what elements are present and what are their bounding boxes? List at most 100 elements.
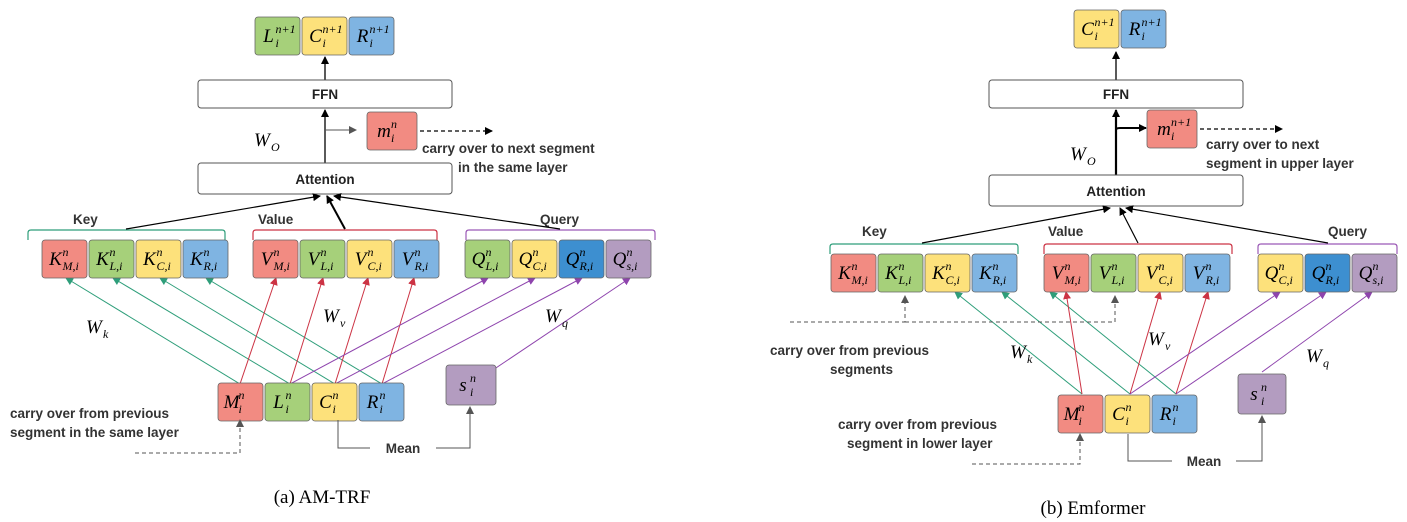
input-superscript: n (333, 388, 339, 402)
output-superscript: n+1 (276, 22, 296, 36)
key-subscript: M,i (62, 259, 79, 273)
query-subscript: L,i (485, 259, 499, 273)
value-superscript: n (415, 245, 421, 259)
svg-text:q: q (562, 316, 568, 330)
output-subscript: i (323, 36, 326, 50)
key-symbol: K (837, 263, 852, 284)
value-superscript: n (1206, 259, 1212, 273)
carry-prev-arrow (972, 433, 1084, 465)
key-superscript: n (993, 259, 999, 273)
value-subscript: L,i (1111, 273, 1125, 287)
svg-text:k: k (103, 327, 109, 341)
key-subscript: R,i (203, 259, 218, 273)
wq-weight: W q (545, 306, 568, 330)
value-bracket (1043, 243, 1233, 254)
query-symbol: Q (566, 249, 580, 270)
memory-output-superscript: n (391, 117, 397, 131)
key-symbol: K (978, 263, 993, 284)
wv-weight: W v (1148, 329, 1171, 353)
value-subscript: R,i (1205, 273, 1220, 287)
carry-next-line1: carry over to next (1206, 137, 1320, 152)
attention-label: Attention (295, 172, 354, 187)
key-superscript: n (157, 245, 163, 259)
key-symbol: K (142, 249, 157, 270)
input-superscript: n (286, 388, 292, 402)
value-symbol: V (355, 249, 369, 270)
value-symbol: V (1099, 263, 1113, 284)
input-superscript: n (1173, 400, 1179, 414)
caption-am-trf: (a) AM-TRF (274, 487, 371, 508)
query-superscript: n (533, 245, 539, 259)
arrow-key-to-attention (921, 205, 1111, 244)
query-symbol: Q (1312, 263, 1326, 284)
svg-text:k: k (1027, 352, 1033, 366)
output-symbol: R (1128, 19, 1141, 40)
ffn-label: FFN (1103, 87, 1129, 102)
attention-label: Attention (1086, 184, 1145, 199)
input-symbol: R (1159, 404, 1172, 425)
svg-text:W: W (1070, 144, 1088, 165)
value-subscript: M,i (273, 259, 290, 273)
input-superscript: n (1079, 400, 1085, 414)
svg-text:W: W (1010, 342, 1028, 363)
svg-text:W: W (323, 306, 341, 327)
arrow-value-to-attention (326, 195, 346, 230)
value-superscript: n (274, 245, 280, 259)
value-subscript: R,i (414, 259, 429, 273)
query-symbol: Q (613, 249, 627, 270)
carry-prev-line2: segment in lower layer (847, 436, 993, 451)
query-subscript: s,i (1373, 273, 1384, 287)
value-subscript: L,i (320, 259, 334, 273)
output-subscript: i (276, 36, 279, 50)
svg-text:O: O (1087, 154, 1096, 168)
arrow-query-to-attention (333, 193, 561, 230)
carry-prev-arrow (135, 419, 244, 454)
carry-prev-line2: segment in the same layer (10, 425, 180, 440)
output-symbol: R (356, 26, 369, 47)
key-symbol: K (884, 263, 899, 284)
input-symbol: M (223, 392, 241, 413)
value-subscript: C,i (368, 259, 382, 273)
query-projection-arrows (289, 277, 631, 385)
query-label: Query (1328, 224, 1368, 239)
input-superscript: n (239, 388, 245, 402)
wo-weight: W O (1070, 144, 1096, 168)
svg-text:q: q (1323, 356, 1329, 370)
query-superscript: n (1373, 259, 1379, 273)
query-subscript: C,i (533, 259, 547, 273)
carry-prev-segments-line2: segments (830, 362, 893, 377)
query-symbol: Q (519, 249, 533, 270)
svg-text:v: v (340, 316, 346, 330)
query-symbol: Q (1359, 263, 1373, 284)
svg-text:W: W (1148, 329, 1166, 350)
carry-next-line2: in the same layer (458, 160, 568, 175)
svg-text:W: W (86, 317, 104, 338)
wk-weight: W k (86, 317, 109, 341)
